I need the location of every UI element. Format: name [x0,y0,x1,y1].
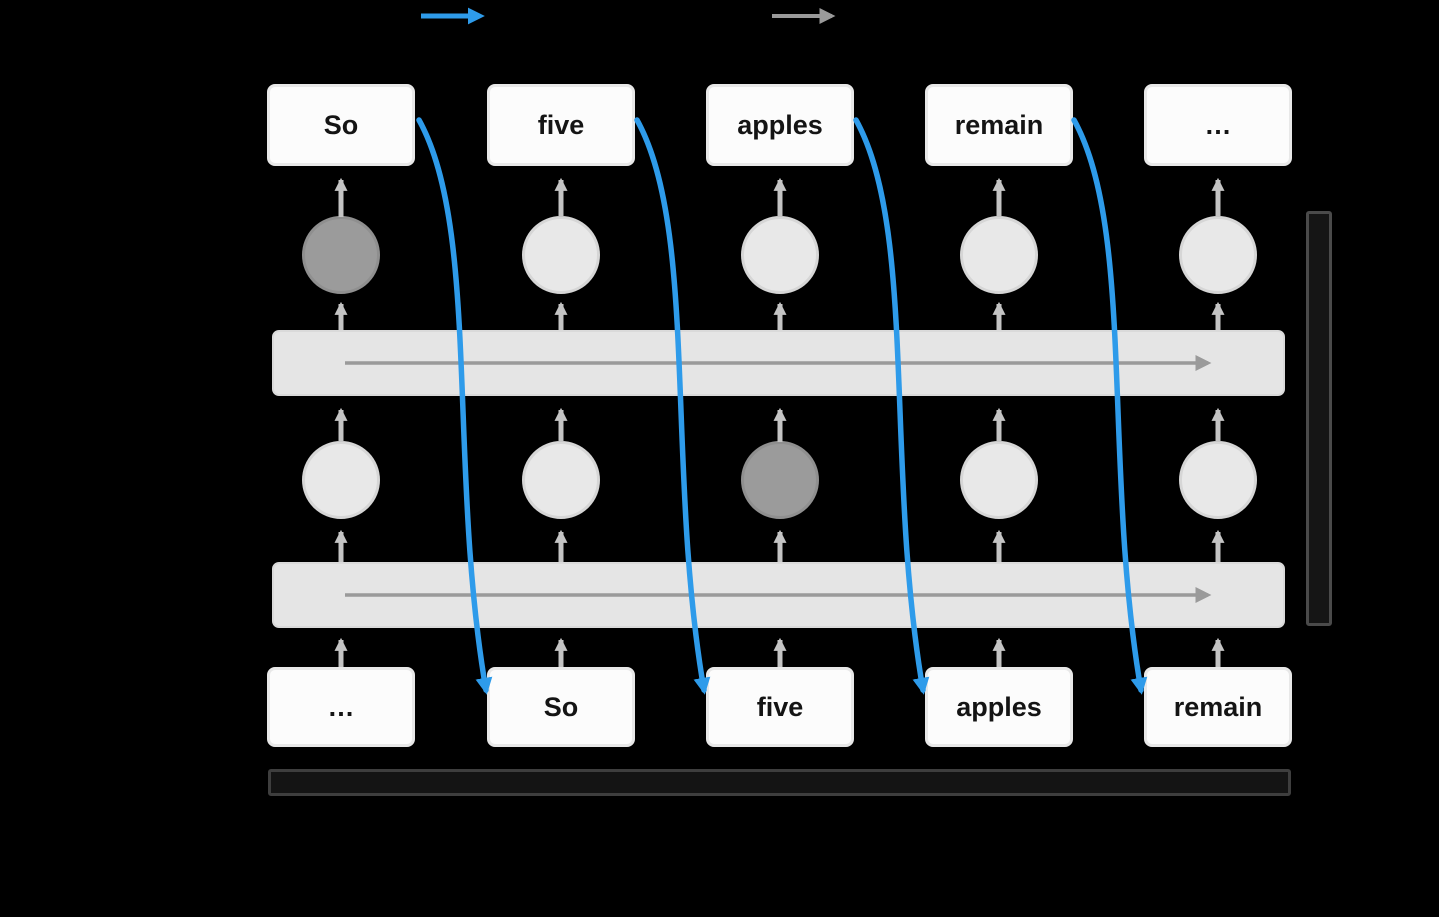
hidden-node-lower-3 [960,441,1038,519]
hidden-node-lower-2 [741,441,819,519]
hidden-node-upper-1 [522,216,600,294]
recurrent-layer-bar-lower [272,562,1285,628]
token-box-bottom-1: So [487,667,635,747]
token-box-bottom-0: … [267,667,415,747]
hidden-node-upper-4 [1179,216,1257,294]
hidden-node-lower-1 [522,441,600,519]
hidden-node-upper-0 [302,216,380,294]
token-box-top-1: five [487,84,635,166]
hidden-node-upper-2 [741,216,819,294]
token-box-bottom-3: apples [925,667,1073,747]
bottom-layer-bracket [268,769,1291,796]
hidden-node-lower-0 [302,441,380,519]
token-box-top-0: So [267,84,415,166]
token-box-top-3: remain [925,84,1073,166]
hidden-node-upper-3 [960,216,1038,294]
token-box-bottom-2: five [706,667,854,747]
token-box-bottom-4: remain [1144,667,1292,747]
token-box-top-2: apples [706,84,854,166]
recurrent-layer-bar-upper [272,330,1285,396]
token-box-top-4: … [1144,84,1292,166]
hidden-node-lower-4 [1179,441,1257,519]
right-layer-bracket [1306,211,1332,626]
